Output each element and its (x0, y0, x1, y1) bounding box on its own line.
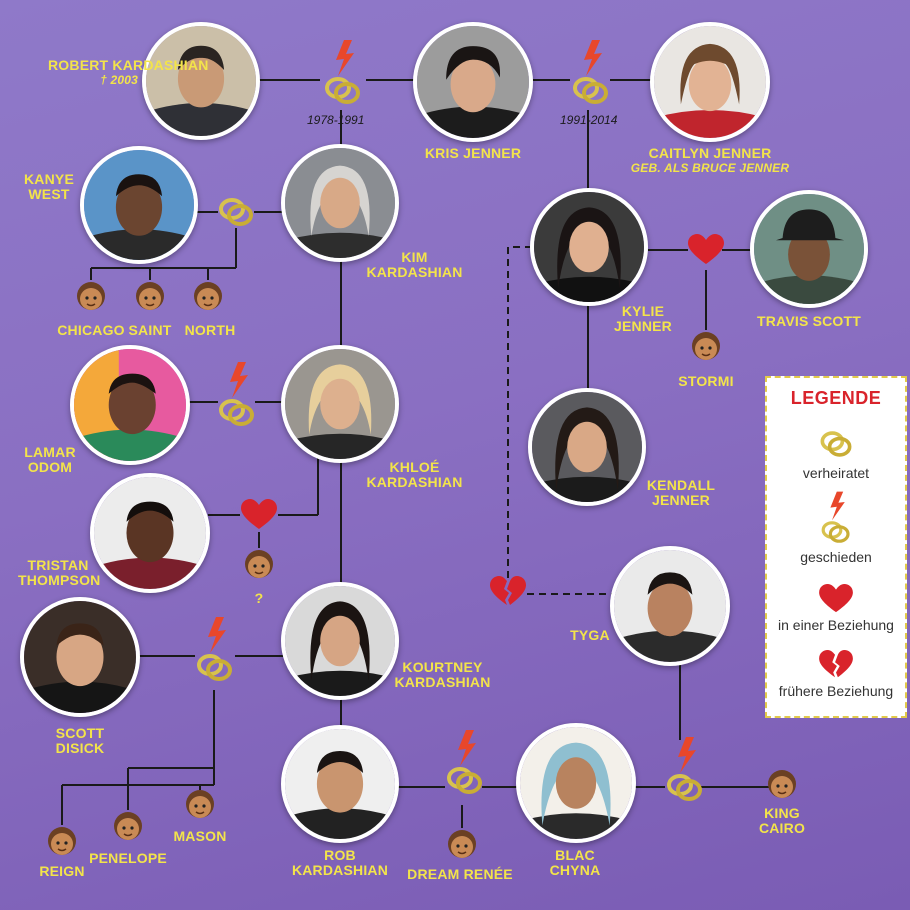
label-kendall: KENDALL JENNER (640, 478, 722, 508)
name-lamar: LAMAR ODOM (24, 444, 76, 475)
scott-disick-photo (20, 597, 140, 717)
legend-item-married: verheiratet (767, 426, 905, 481)
note-robert: † 2003 (100, 73, 138, 87)
name-kim: KIM KARDASHIAN (366, 249, 463, 280)
label-blac: BLAC CHYNA (545, 848, 605, 878)
name-kris: KRIS JENNER (424, 145, 522, 161)
child-label-penelope: PENELOPE (89, 850, 167, 866)
child-icon (448, 830, 476, 858)
label-caitlyn: CAITLYN JENNER GEB. ALS BRUCE JENNER (630, 146, 790, 176)
heart-icon (241, 499, 277, 529)
child-label-north: NORTH (184, 322, 236, 338)
legend-item-divorced: geschieden (767, 490, 905, 565)
name-robert: ROBERT KARDASHIAN (48, 57, 209, 73)
name-tyga: TYGA (570, 627, 610, 643)
name-kourtney: KOURTNEY KARDASHIAN (394, 659, 491, 690)
child-label-unknown: ? (254, 590, 264, 606)
label-travis: TRAVIS SCOTT (750, 314, 868, 329)
broken-heart-icon (490, 576, 526, 605)
tristan-thompson-photo (90, 473, 210, 593)
child-icon (136, 282, 164, 310)
name-scott: SCOTT DISICK (55, 725, 105, 756)
child-icon (245, 550, 273, 578)
legend-item-former: frühere Beziehung (767, 650, 905, 699)
kanye-west-photo (80, 146, 198, 264)
date-robert-kris: 1978-1991 (307, 113, 365, 127)
legend-label-divorced: geschieden (800, 549, 872, 565)
name-blac: BLAC CHYNA (549, 847, 601, 878)
label-kourtney: KOURTNEY KARDASHIAN (385, 660, 500, 690)
child-icon (186, 790, 214, 818)
kim-kardashian-photo (281, 144, 399, 262)
divorced-rings-icon (219, 362, 254, 426)
legend-box: LEGENDE verheiratet geschieden in einer … (765, 376, 907, 718)
name-khloe: KHLOÉ KARDASHIAN (366, 459, 463, 490)
divorced-rings-icon (821, 491, 850, 543)
heart-icon (688, 234, 724, 264)
blac-chyna-photo (516, 723, 636, 843)
name-tristan: TRISTAN THOMPSON (18, 557, 101, 588)
label-kanye: KANYE WEST (20, 172, 78, 202)
caitlyn-jenner-photo (650, 22, 770, 142)
date-kris-caitlyn: 1991-2014 (560, 113, 618, 127)
child-icon (194, 282, 222, 310)
broken-heart-icon (819, 650, 853, 678)
label-kris: KRIS JENNER (413, 146, 533, 161)
child-label-mason: MASON (173, 828, 227, 844)
heart-icon (819, 584, 853, 613)
kylie-jenner-photo (530, 188, 648, 306)
child-icon (114, 812, 142, 840)
rob-kardashian-photo (281, 725, 399, 843)
name-caitlyn: CAITLYN JENNER (648, 145, 772, 161)
kourtney-kardashian-photo (281, 582, 399, 700)
divorced-rings-icon (447, 730, 482, 794)
legend-item-relationship: in einer Beziehung (767, 584, 905, 633)
name-kendall: KENDALL JENNER (646, 477, 716, 508)
label-kylie: KYLIE JENNER (608, 304, 678, 334)
label-robert: ROBERT KARDASHIAN † 2003 (48, 58, 208, 88)
child-icon (692, 332, 720, 360)
child-icon (77, 282, 105, 310)
divorced-rings-icon (325, 40, 360, 104)
child-label-stormi: STORMI (678, 373, 734, 389)
khloe-kardashian-photo (281, 345, 399, 463)
name-rob: ROB KARDASHIAN (291, 847, 389, 878)
name-kanye: KANYE WEST (23, 171, 74, 202)
note-caitlyn: GEB. ALS BRUCE JENNER (630, 161, 790, 175)
travis-scott-photo (750, 190, 868, 308)
child-label-reign: REIGN (39, 863, 85, 879)
lamar-odom-photo (70, 345, 190, 465)
kris-jenner-photo (413, 22, 533, 142)
married-rings-icon (219, 198, 253, 226)
child-label-saint: SAINT (128, 322, 172, 338)
divorced-rings-icon (573, 40, 608, 104)
child-label-dream: DREAM RENÉE (407, 866, 513, 882)
divorced-rings-icon (667, 737, 702, 801)
name-kylie: KYLIE JENNER (614, 303, 672, 334)
robert-kardashian-photo (142, 22, 260, 140)
name-travis: TRAVIS SCOTT (756, 313, 862, 329)
label-khloe: KHLOÉ KARDASHIAN (362, 460, 467, 490)
child-icon (48, 827, 76, 855)
label-lamar: LAMAR ODOM (18, 445, 82, 475)
legend-label-relationship: in einer Beziehung (778, 617, 894, 633)
child-label-king: KING CAIRO (758, 805, 806, 836)
child-label-chicago: CHICAGO (57, 322, 125, 338)
label-scott: SCOTT DISICK (40, 726, 120, 756)
tyga-photo (610, 546, 730, 666)
child-icon (768, 770, 796, 798)
legend-title: LEGENDE (790, 388, 882, 408)
legend-label-former: frühere Beziehung (778, 683, 894, 699)
label-tristan: TRISTAN THOMPSON (18, 557, 101, 588)
divorced-rings-icon (197, 617, 232, 681)
label-kim: KIM KARDASHIAN (362, 250, 467, 280)
legend-label-married: verheiratet (802, 465, 870, 481)
label-tyga: TYGA (560, 628, 620, 643)
label-rob: ROB KARDASHIAN (285, 848, 395, 878)
married-rings-icon (820, 431, 852, 457)
kendall-jenner-photo (528, 388, 646, 506)
